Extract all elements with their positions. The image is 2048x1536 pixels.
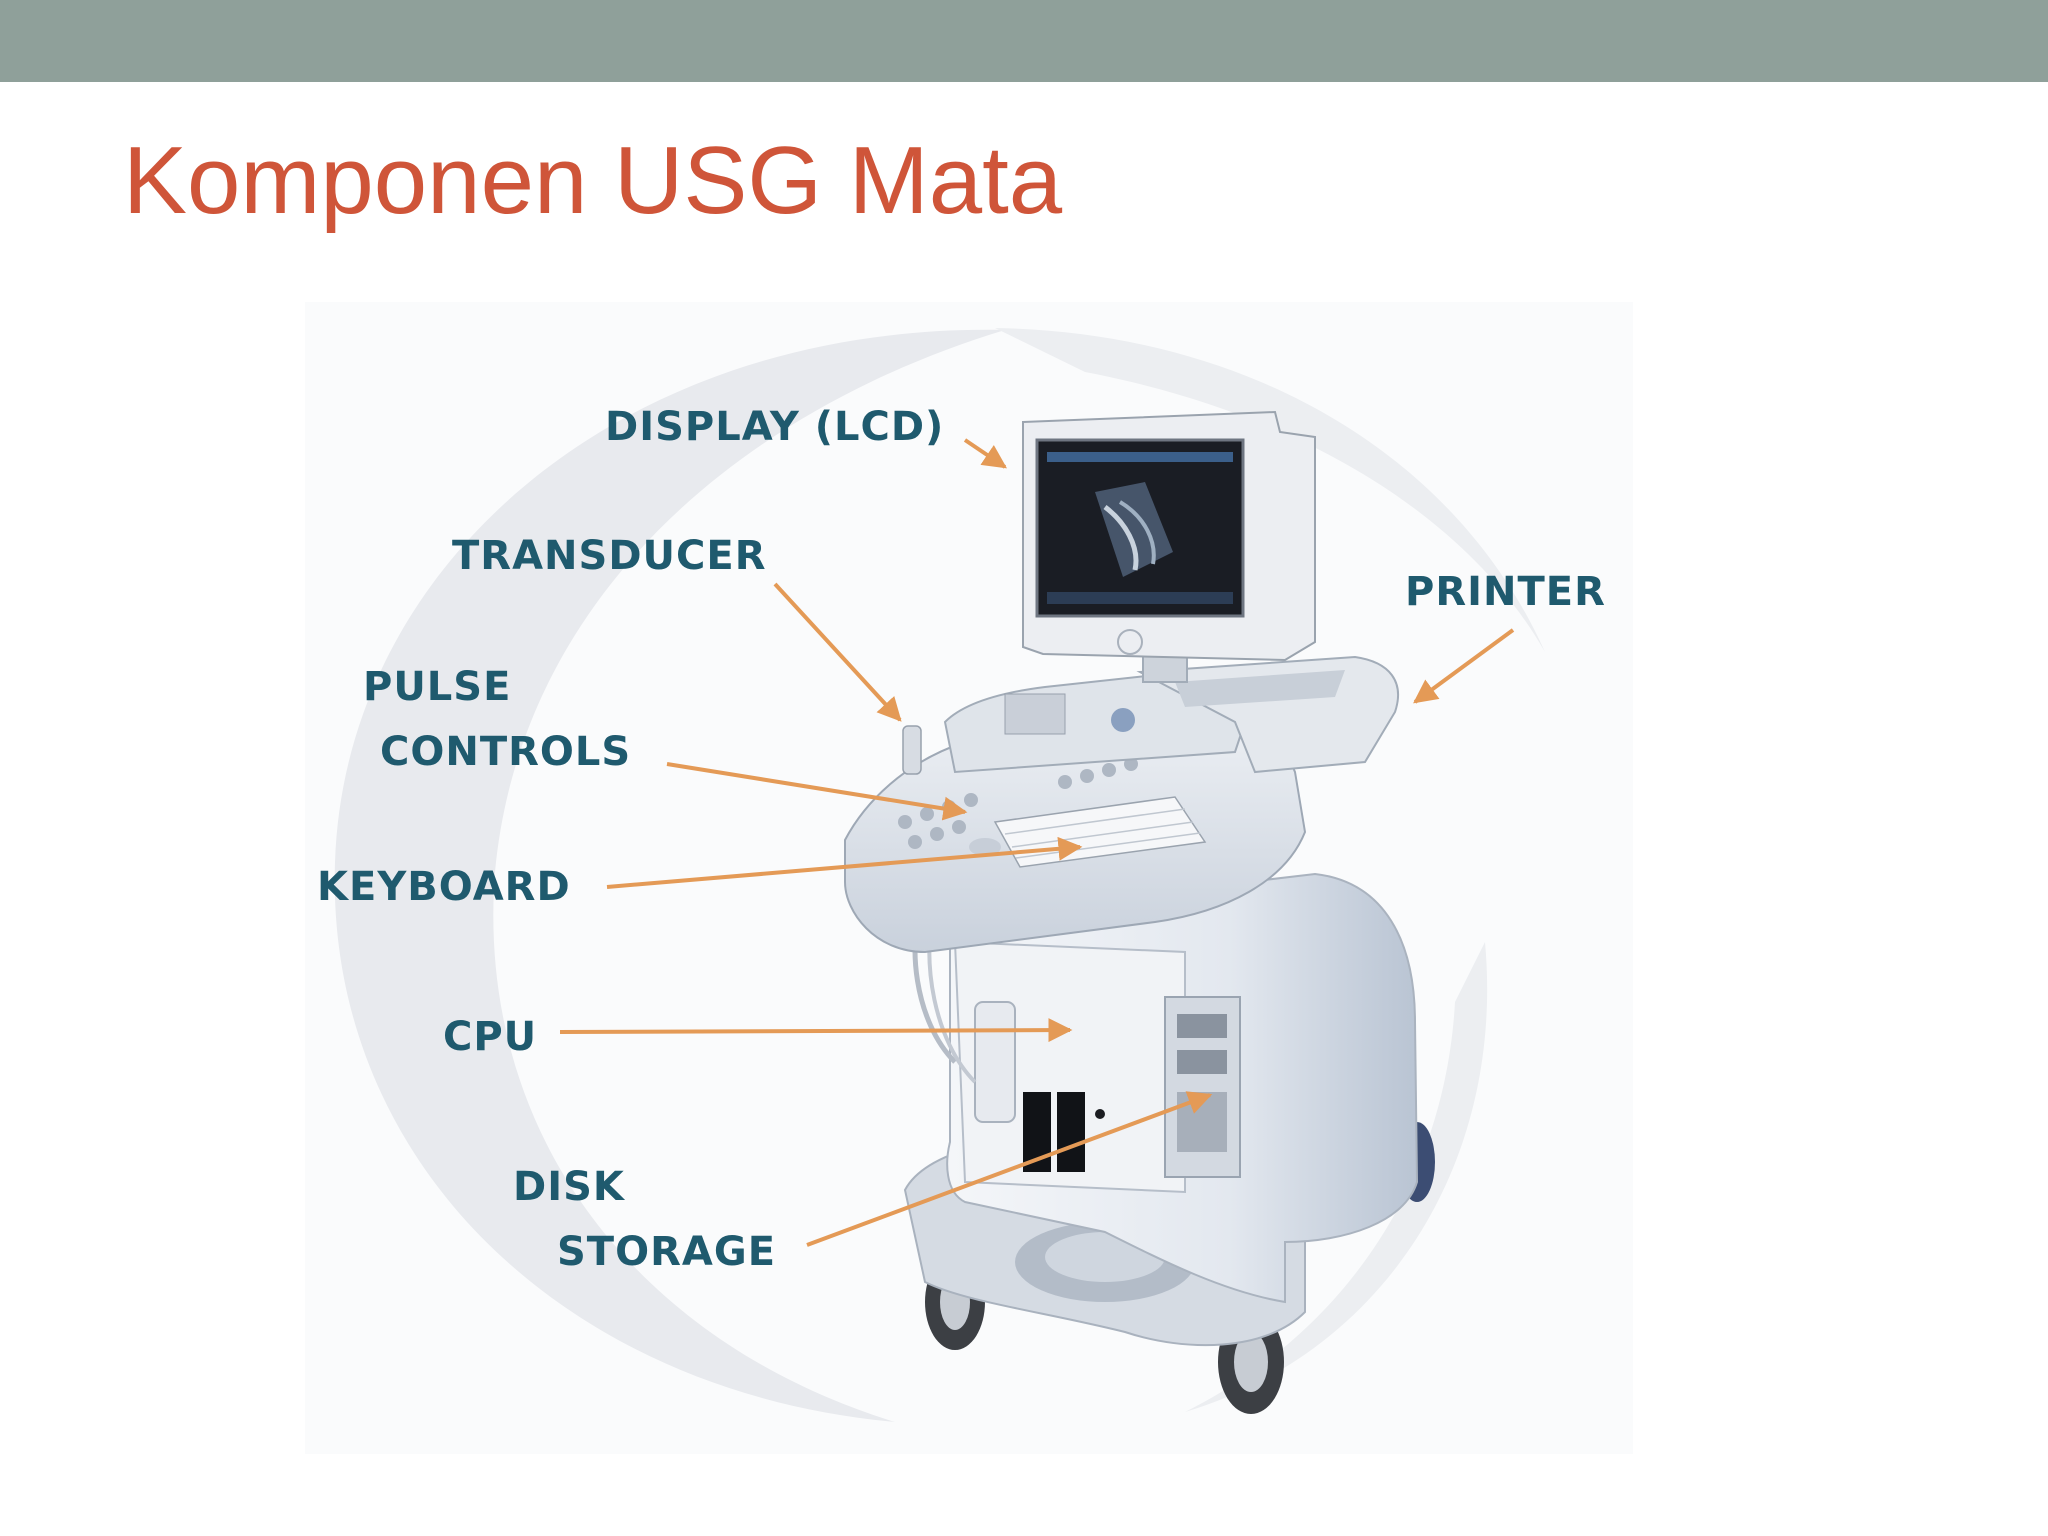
callout-arrows (559, 438, 1515, 1247)
label-transducer: TRANSDUCER (452, 533, 767, 579)
ultrasound-diagram: DISPLAY (LCD) TRANSDUCER PRINTER PULSE C… (305, 302, 1633, 1454)
arrow-transducer (773, 582, 902, 722)
arrow-cpu (559, 1018, 1073, 1043)
label-printer: PRINTER (1405, 569, 1606, 615)
label-storage: STORAGE (557, 1229, 776, 1275)
component-labels: DISPLAY (LCD) TRANSDUCER PRINTER PULSE C… (317, 404, 1606, 1275)
arrow-pulse-controls (666, 762, 968, 821)
label-controls: CONTROLS (380, 729, 631, 775)
label-keyboard: KEYBOARD (317, 864, 571, 910)
arrow-display (963, 438, 1007, 469)
arrow-keyboard (606, 836, 1083, 889)
label-disk: DISK (513, 1164, 626, 1210)
ultrasound-diagram-svg: DISPLAY (LCD) TRANSDUCER PRINTER PULSE C… (305, 302, 1633, 1454)
ultrasound-machine-illustration (844, 410, 1435, 1414)
top-band (0, 0, 2048, 82)
label-display: DISPLAY (LCD) (605, 404, 944, 450)
label-pulse: PULSE (363, 664, 511, 710)
arrow-printer (1413, 628, 1515, 704)
arrow-disk-storage (806, 1091, 1213, 1247)
slide-title: Komponen USG Mata (123, 127, 1063, 234)
label-cpu: CPU (443, 1014, 537, 1060)
